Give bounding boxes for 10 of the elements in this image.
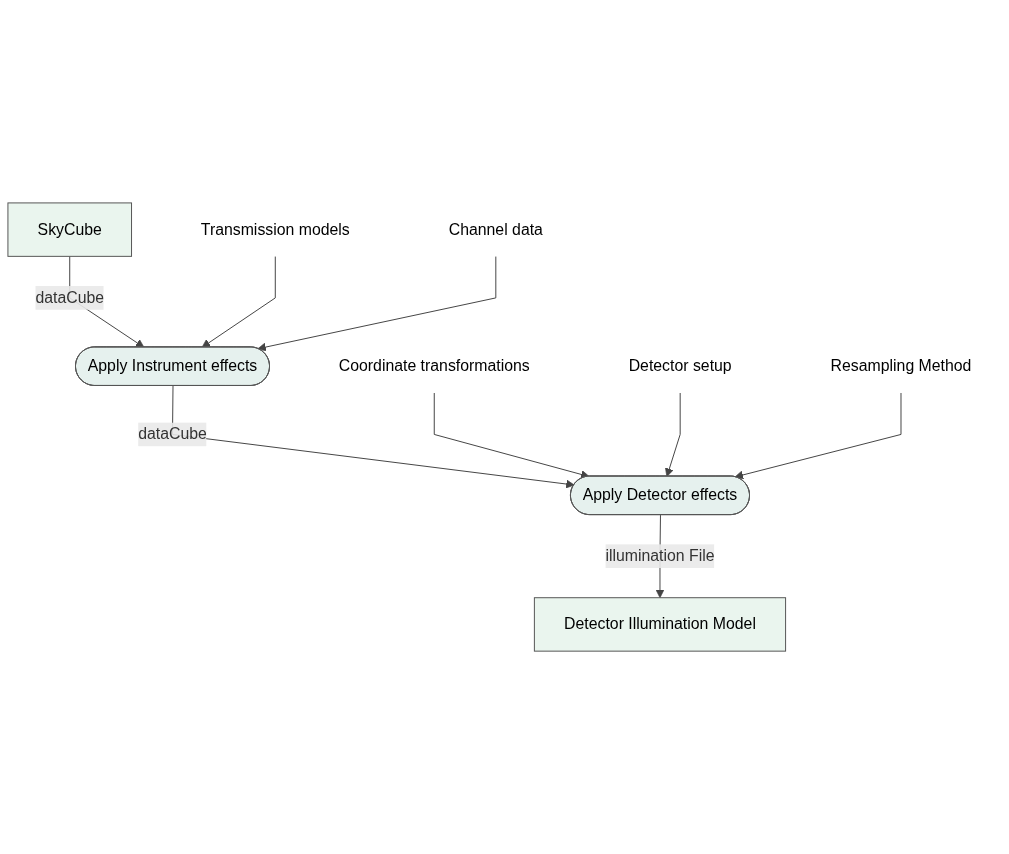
node-box: Detector Illumination Model	[533, 597, 787, 652]
node-text: Resampling Method	[830, 357, 972, 375]
edge-label: illumination File	[605, 547, 715, 565]
node-text: Transmission models	[200, 220, 350, 238]
node-text: Coordinate transformations	[338, 357, 530, 375]
node-text: Detector setup	[628, 357, 732, 375]
edge-label: dataCube	[35, 288, 105, 306]
node-box: SkyCube	[7, 202, 133, 257]
node-text: Channel data	[448, 220, 543, 238]
edge-label: dataCube	[138, 425, 207, 443]
